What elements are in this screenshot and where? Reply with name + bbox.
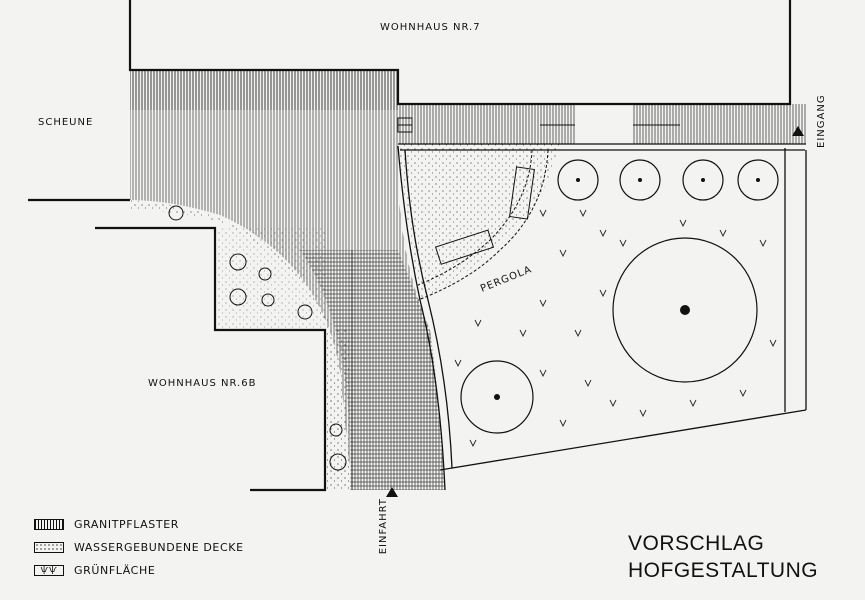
label-eingang: EINGANG	[816, 94, 827, 148]
legend-label-granit: GRANITPFLASTER	[74, 518, 179, 531]
legend: GRANITPFLASTER WASSERGEBUNDENE DECKE ѱѱ …	[34, 513, 244, 582]
gate-marks	[397, 117, 680, 133]
shrubs	[168, 205, 347, 471]
shrub-icon	[329, 453, 347, 471]
title-line-1: VORSCHLAG	[628, 532, 765, 555]
granite-swatch-icon	[34, 519, 64, 530]
legend-label-wasser: WASSERGEBUNDENE DECKE	[74, 541, 244, 554]
pergola	[417, 149, 549, 301]
legend-item-wasser: WASSERGEBUNDENE DECKE	[34, 536, 244, 559]
title-line-2: HOFGESTALTUNG	[628, 559, 819, 582]
legend-item-gruen: ѱѱ GRÜNFLÄCHE	[34, 559, 244, 582]
shrub-icon	[229, 288, 247, 306]
legend-label-gruen: GRÜNFLÄCHE	[74, 564, 156, 577]
label-einfahrt: EINFAHRT	[378, 498, 389, 554]
shrub-icon	[168, 205, 184, 221]
label-pergola: PERGOLA	[479, 264, 534, 295]
gravel-swatch-icon	[34, 542, 64, 553]
label-wohnhaus-7: WOHNHAUS NR.7	[380, 22, 481, 33]
label-scheune: SCHEUNE	[38, 117, 93, 128]
label-wohnhaus-6b: WOHNHAUS NR.6B	[148, 378, 256, 389]
plan-title: VORSCHLAG HOFGESTALTUNG	[628, 530, 818, 584]
shrub-icon	[329, 423, 343, 437]
granite-paving	[130, 70, 806, 490]
grass-swatch-icon: ѱѱ	[34, 565, 64, 576]
shrub-icon	[261, 293, 275, 307]
eingang-arrow-icon	[792, 126, 804, 136]
legend-item-granit: GRANITPFLASTER	[34, 513, 244, 536]
shrub-icon	[297, 304, 313, 320]
einfahrt-arrow-icon	[386, 487, 398, 497]
garden-boundary	[351, 143, 807, 491]
grass-marks	[454, 209, 777, 448]
entrance-markers	[386, 126, 804, 497]
shrub-icon	[258, 267, 272, 281]
building-outlines	[28, 0, 792, 492]
shrub-icon	[229, 253, 247, 271]
trees	[460, 159, 779, 434]
